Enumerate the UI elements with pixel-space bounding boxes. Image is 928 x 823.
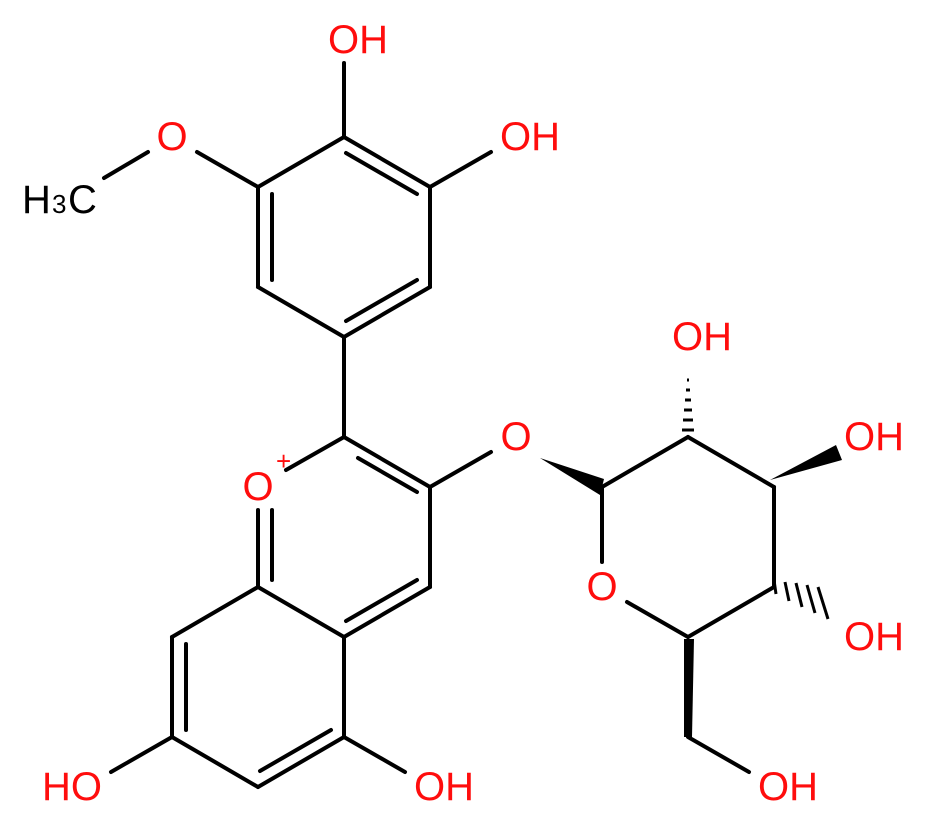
label-oh-sugar-c2: OH xyxy=(672,315,732,359)
methyl-c: C xyxy=(68,178,97,222)
label-oh-sugar-c3: OH xyxy=(844,415,904,459)
bond-o-ch3 xyxy=(102,150,150,180)
bond-ch2-oh xyxy=(686,735,751,774)
wedge-c1-oglyc xyxy=(540,458,604,495)
label-oh-c3: OH xyxy=(500,115,560,159)
label-o-methoxy: O xyxy=(156,115,187,159)
label-oh-c5: OH xyxy=(414,765,474,809)
bond-c5-ome xyxy=(195,150,260,189)
methyl-h: H xyxy=(22,178,51,222)
b-ring xyxy=(256,135,432,339)
bond-c7-oh xyxy=(109,735,174,774)
bond-c3-oglyc xyxy=(428,450,493,489)
pyrylium-charge: + xyxy=(276,446,291,476)
a-ring xyxy=(170,585,346,789)
methyl-subscript: 3 xyxy=(52,189,66,219)
label-ho-c7: HO xyxy=(42,765,102,809)
bond-c3-oh xyxy=(428,150,493,189)
pyrylium-o: O xyxy=(242,465,273,509)
label-oh-sugar-c6: OH xyxy=(758,765,818,809)
wedge-c5-ch2 xyxy=(684,639,694,737)
wedge-c3-oh xyxy=(770,445,842,480)
hash-c2-oh xyxy=(682,378,694,432)
hash-c4-oh xyxy=(772,579,830,620)
label-pyrylium-o: O + xyxy=(242,446,291,509)
label-o-glycosidic: O xyxy=(500,415,531,459)
c-ring xyxy=(256,435,432,639)
label-o-ring: O xyxy=(586,565,617,609)
sugar-ring xyxy=(600,435,776,639)
label-methyl: H 3 C xyxy=(22,178,97,222)
label-oh-sugar-c4: OH xyxy=(844,615,904,659)
bond-c5-oh xyxy=(342,735,407,774)
label-oh-c4: OH xyxy=(328,18,388,62)
bond-c4a-c4 xyxy=(344,578,419,623)
